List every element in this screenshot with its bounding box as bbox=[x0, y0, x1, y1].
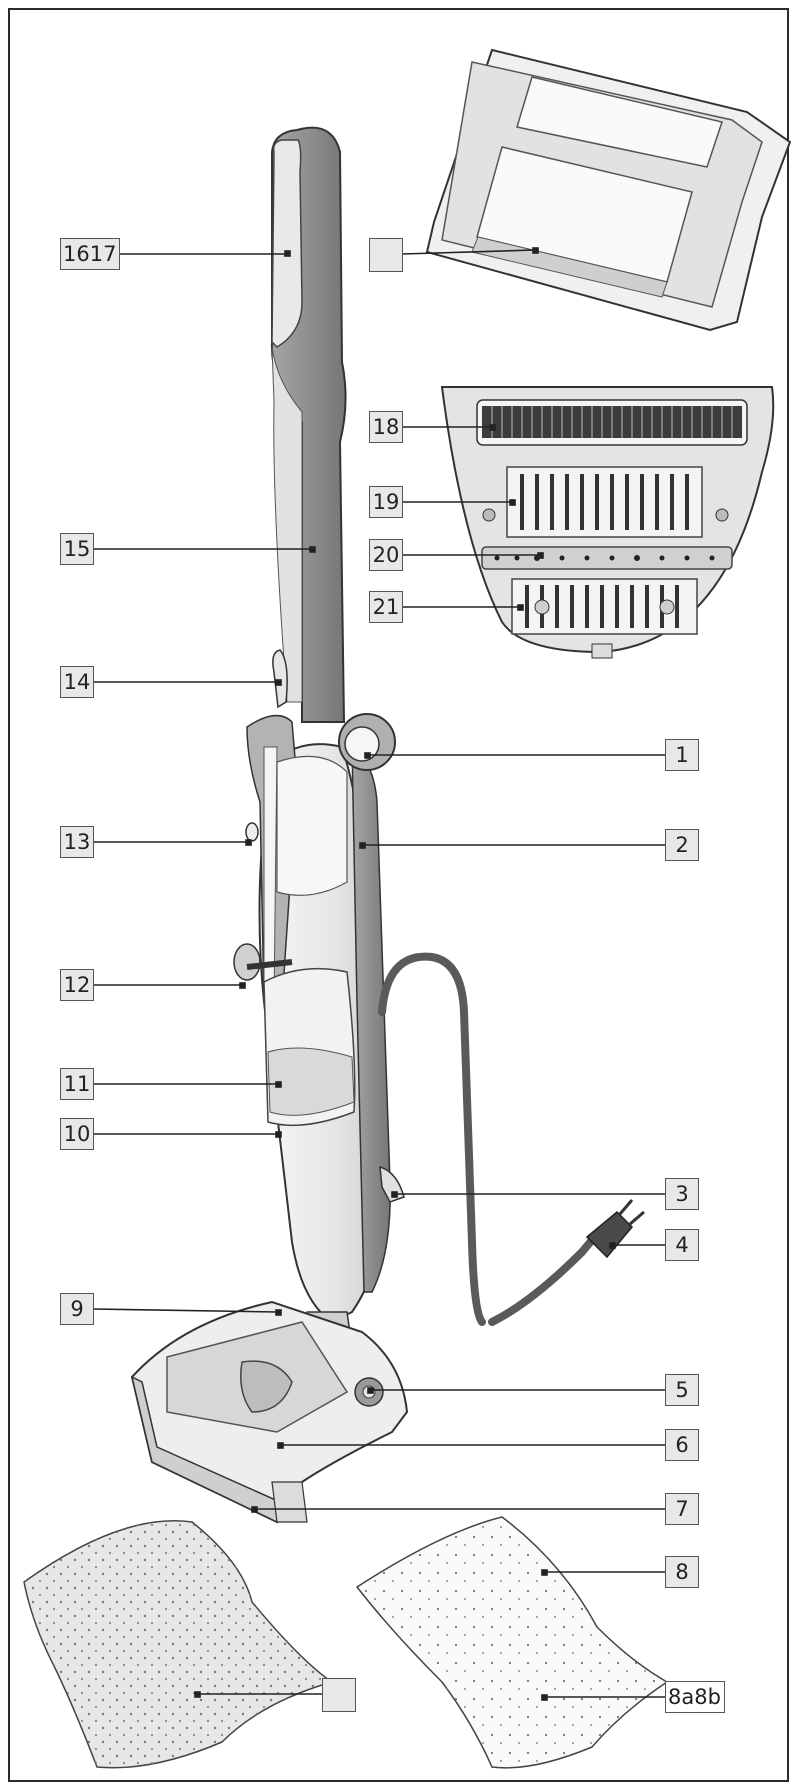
callout-19: 19 bbox=[369, 486, 403, 518]
cleaning-cloth-right bbox=[355, 1516, 669, 1769]
callout-12: 12 bbox=[60, 969, 94, 1001]
callout-15: 15 bbox=[60, 533, 94, 565]
callout-2: 2 bbox=[665, 829, 699, 861]
callout-1617: 1617 bbox=[60, 238, 120, 270]
callout-5: 5 bbox=[665, 1374, 699, 1406]
callout-21: 21 bbox=[369, 591, 403, 623]
callout-9: 9 bbox=[60, 1293, 94, 1325]
power-plug bbox=[585, 1199, 645, 1259]
steam-mop bbox=[130, 126, 645, 1524]
callout-3: 3 bbox=[665, 1178, 699, 1210]
callout-14: 14 bbox=[60, 666, 94, 698]
steam-outlet-strip bbox=[481, 546, 733, 570]
callout-18: 18 bbox=[369, 411, 403, 443]
callout-10: 10 bbox=[60, 1118, 94, 1150]
upper-grille bbox=[506, 466, 703, 538]
callout-1: 1 bbox=[665, 739, 699, 771]
callout-11: 11 bbox=[60, 1068, 94, 1100]
callout-20: 20 bbox=[369, 539, 403, 571]
callout-13: 13 bbox=[60, 826, 94, 858]
diagram-frame: 1617 18 19 20 21 15 14 13 12 11 10 9 1 2… bbox=[8, 8, 791, 1782]
callout-8: 8 bbox=[665, 1556, 699, 1588]
callout-7: 7 bbox=[665, 1493, 699, 1525]
lower-grille bbox=[511, 578, 698, 635]
leader-lines bbox=[77, 247, 665, 1701]
cleaning-cloth-left bbox=[23, 1520, 334, 1769]
base-underside-view bbox=[440, 386, 775, 659]
carpet-glider-accessory bbox=[425, 48, 791, 332]
callout-8a8b: 8a8b bbox=[665, 1681, 725, 1713]
callout-4: 4 bbox=[665, 1229, 699, 1261]
brush-roller bbox=[482, 406, 742, 438]
callout-6: 6 bbox=[665, 1429, 699, 1461]
steam-mop-diagram bbox=[23, 48, 791, 1769]
callout-blank-bottom bbox=[322, 1678, 356, 1712]
callout-blank-top bbox=[369, 238, 403, 272]
